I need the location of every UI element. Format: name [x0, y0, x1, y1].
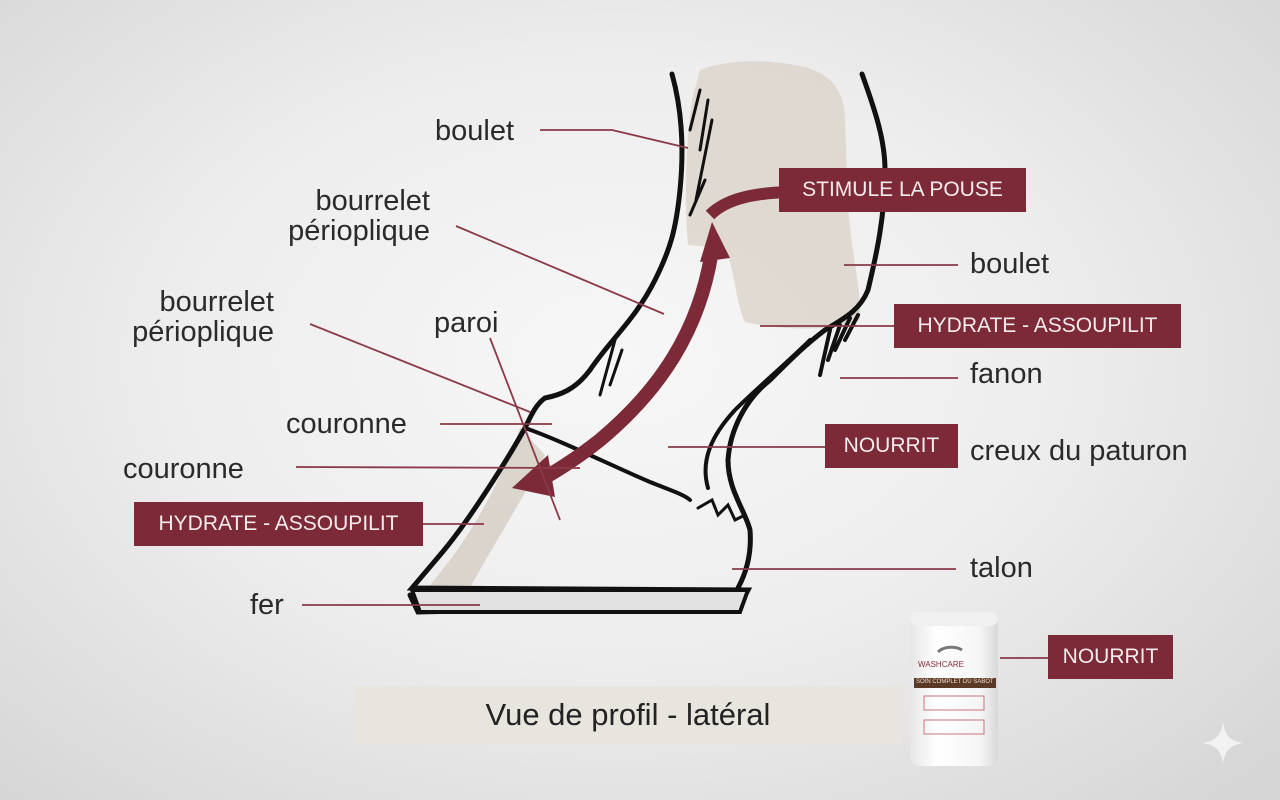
- diagram-caption: Vue de profil - latéral: [354, 686, 902, 744]
- label-bourrelet-perioplique-2: bourrelet périoplique: [110, 287, 274, 347]
- tag-nourrit-product: NOURRIT: [1048, 635, 1173, 679]
- tag-hydrate-assouplit-left: HYDRATE - ASSOUPILIT: [134, 502, 423, 546]
- product-band-text: SOIN COMPLET DU SABOT: [916, 679, 994, 685]
- leader-lines: [295, 129, 1048, 659]
- label-couronne-2: couronne: [123, 453, 244, 485]
- label-fanon: fanon: [970, 358, 1043, 390]
- label-paroi: paroi: [434, 307, 499, 339]
- label-line: périoplique: [288, 215, 430, 247]
- label-boulet-right: boulet: [970, 248, 1050, 280]
- sparkle-icon: [1202, 722, 1244, 764]
- tag-nourrit-mid: NOURRIT: [825, 424, 958, 468]
- label-line: bourrelet: [315, 185, 430, 217]
- label-line: périoplique: [132, 316, 274, 348]
- product-jar: WASHCARE SOIN COMPLET DU SABOT: [908, 610, 1000, 768]
- label-bourrelet-perioplique-1: bourrelet périoplique: [268, 186, 430, 246]
- wall-shade: [428, 428, 545, 588]
- tag-hydrate-assouplit-right: HYDRATE - ASSOUPILIT: [894, 304, 1181, 348]
- horseshoe: [409, 588, 751, 614]
- label-creux-du-paturon: creux du paturon: [970, 435, 1188, 467]
- label-talon: talon: [970, 552, 1033, 584]
- label-boulet-left: boulet: [435, 115, 515, 147]
- tag-stimule-la-pousse: STIMULE LA POUSE: [779, 168, 1026, 212]
- label-couronne-1: couronne: [286, 408, 407, 440]
- product-brand: WASHCARE: [918, 660, 964, 669]
- arrow-head-down: [512, 455, 555, 497]
- label-line: bourrelet: [159, 286, 274, 318]
- label-fer: fer: [250, 589, 284, 621]
- arrow-head-up: [700, 222, 730, 262]
